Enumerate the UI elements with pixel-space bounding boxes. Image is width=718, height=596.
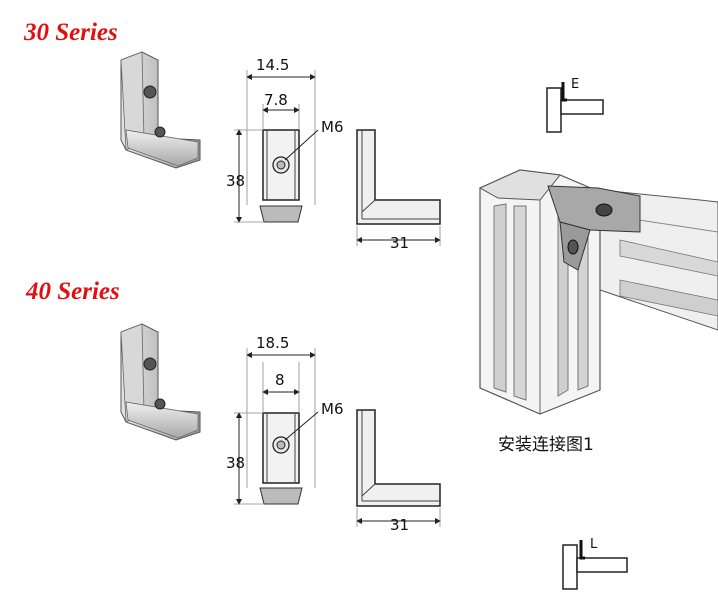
dim-bolt-40: M6 [321,400,344,418]
dim-width-outer-30: 14.5 [256,56,289,74]
installation-caption: 安装连接图1 [498,435,594,455]
series-40-title: 40 Series [26,278,120,305]
bracket-photo-40 [120,323,201,441]
dim-width-outer-40: 18.5 [256,334,289,352]
dim-leg-30: 31 [390,234,409,252]
dim-width-inner-40: 8 [275,371,285,389]
bracket-photo-30 [120,51,201,169]
detail-l-label: L [590,537,598,552]
dim-bolt-30: M6 [321,118,344,136]
dim-height-40: 38 [226,454,245,472]
series-30-title: 30 Series [24,19,118,46]
front-view-30 [234,70,319,223]
installation-view [478,169,718,415]
front-view-40 [234,348,319,505]
dim-width-inner-30: 7.8 [264,91,288,109]
dim-leg-40: 31 [390,516,409,534]
detail-l-sketch [562,540,628,590]
side-view-30 [356,129,441,246]
detail-e-label: E [571,77,579,92]
dim-height-30: 38 [226,172,245,190]
detail-e-sketch [546,82,604,133]
side-view-40 [356,409,441,527]
